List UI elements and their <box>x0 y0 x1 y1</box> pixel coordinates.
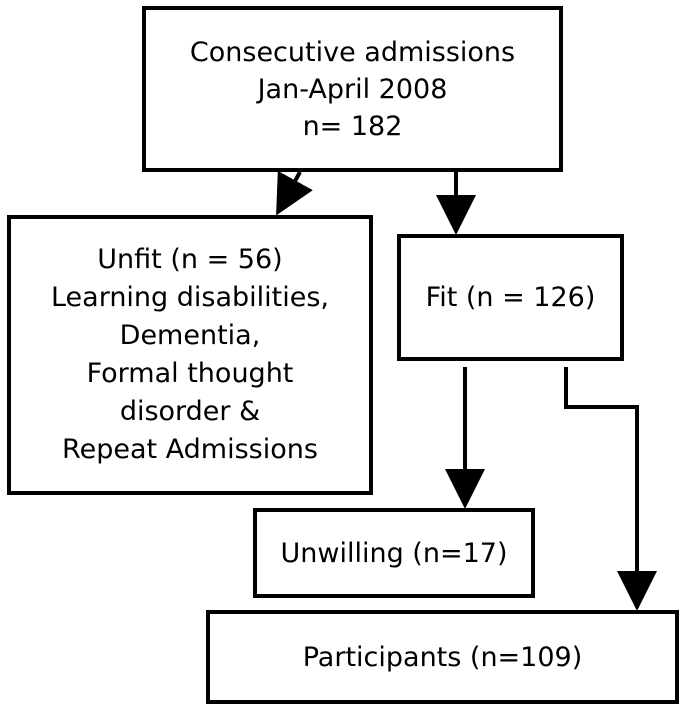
arrow-admissions-to-unfit <box>276 170 313 216</box>
unwilling-box: Unwilling (n=17) <box>253 508 535 598</box>
admissions-line: n= 182 <box>302 110 403 142</box>
unfit-line: Repeat Admissions <box>62 434 318 465</box>
admissions-box: Consecutive admissions Jan-April 2008 n=… <box>142 6 563 172</box>
unfit-line: disorder & <box>119 396 261 427</box>
fit-box: Fit (n = 126) <box>397 234 624 361</box>
unfit-line: Formal thought <box>86 358 294 389</box>
participants-box: Participants (n=109) <box>206 610 679 704</box>
fit-line: Fit (n = 126) <box>425 282 596 313</box>
unfit-line: Unfit (n = 56) <box>97 244 283 275</box>
participants-line: Participants (n=109) <box>302 641 583 673</box>
unfit-box: Unfit (n = 56) Learning disabilities, De… <box>7 215 373 495</box>
admissions-line: Consecutive admissions <box>189 36 516 68</box>
unfit-line: Learning disabilities, <box>50 282 330 313</box>
arrow-fit-to-participants <box>564 367 657 611</box>
admissions-line: Jan-April 2008 <box>257 73 448 105</box>
unfit-line: Dementia, <box>119 320 261 351</box>
unwilling-line: Unwilling (n=17) <box>280 537 508 569</box>
